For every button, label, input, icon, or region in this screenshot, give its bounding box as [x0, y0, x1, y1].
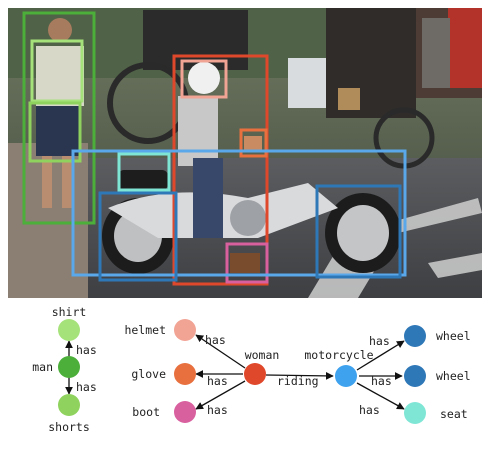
box-helmet: [180, 59, 228, 99]
node-label-motorcycle: motorcycle: [304, 348, 373, 362]
node-label-wheel-1: wheel: [436, 329, 471, 343]
graph-edges: [65, 334, 405, 410]
box-man: [22, 11, 96, 225]
edge-motorcycle-seat: [356, 382, 405, 410]
edge-label-woman-helmet: has: [205, 333, 226, 347]
edge-label-woman-boot: has: [207, 403, 228, 417]
node-helmet: [174, 319, 196, 341]
edge-labels: has has has has has riding has has has: [76, 333, 392, 417]
node-man: [58, 356, 80, 378]
box-glove: [239, 128, 268, 158]
node-label-woman: woman: [245, 348, 280, 362]
edge-motorcycle-wheel1: [356, 340, 405, 371]
scene-graph: has has has has has riding has has has s…: [32, 305, 470, 434]
detection-image: [8, 8, 482, 298]
graph-nodes: [58, 319, 426, 424]
node-wheel-1: [404, 325, 426, 347]
node-seat: [404, 402, 426, 424]
edge-label-woman-glove: has: [207, 374, 228, 388]
box-motorcycle: [71, 149, 407, 277]
edge-label-motorcycle-seat: has: [359, 403, 380, 417]
node-motorcycle: [335, 365, 357, 387]
box-wheel-rear: [315, 184, 402, 279]
node-label-shirt: shirt: [52, 305, 87, 319]
edge-label-woman-riding: riding: [277, 374, 319, 388]
edge-label-motorcycle-wheel1: has: [369, 334, 390, 348]
edge-label-motorcycle-wheel2: has: [371, 374, 392, 388]
node-label-glove: glove: [131, 367, 166, 381]
node-shorts: [58, 394, 80, 416]
node-label-boot: boot: [132, 405, 160, 419]
box-shorts: [28, 101, 82, 163]
node-shirt: [58, 319, 80, 341]
node-label-seat: seat: [440, 407, 468, 421]
node-glove: [174, 363, 196, 385]
edge-woman-helmet: [195, 334, 246, 369]
node-label-man: man: [32, 360, 53, 374]
box-wheel-front: [98, 191, 178, 282]
detection-boxes: [22, 11, 407, 286]
node-woman: [244, 363, 266, 385]
box-shirt: [30, 39, 84, 103]
edge-woman-motorcycle: [265, 371, 334, 380]
node-label-shorts: shorts: [48, 420, 90, 434]
node-label-helmet: helmet: [124, 323, 166, 337]
edge-woman-boot: [195, 380, 246, 410]
node-wheel-2: [404, 365, 426, 387]
edge-label-man-shorts: has: [76, 380, 97, 394]
box-woman: [172, 54, 269, 286]
node-label-wheel-2: wheel: [436, 369, 471, 383]
node-labels: shirt man shorts helmet glove boot woman…: [32, 305, 470, 434]
box-boot: [225, 242, 269, 284]
node-boot: [174, 401, 196, 423]
edge-label-man-shirt: has: [76, 343, 97, 357]
box-seat: [117, 152, 171, 192]
